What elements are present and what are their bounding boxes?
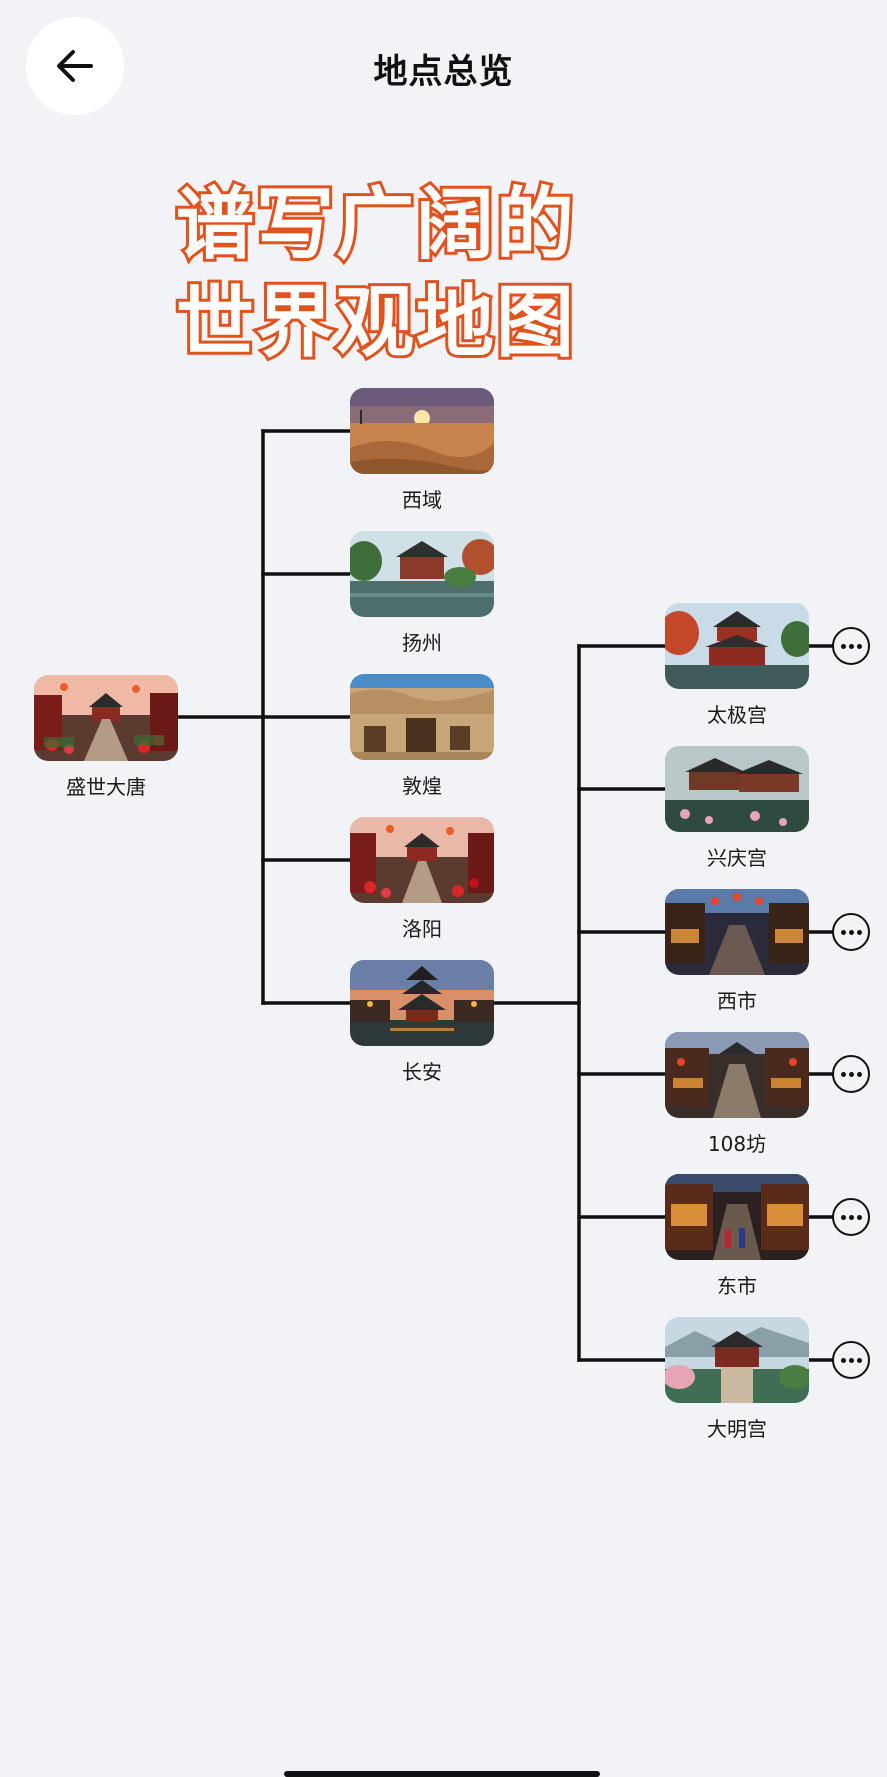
more-horizontal-icon [840,1071,846,1077]
more-options-button[interactable] [832,1055,870,1093]
tree-node-daming-palace[interactable]: 大明宫 [665,1317,809,1441]
home-indicator[interactable] [284,1771,600,1777]
more-dot [848,1071,854,1077]
location-thumbnail [350,674,494,760]
headline-line-1: 谱写广阔的 [173,180,577,270]
more-dot [848,1357,854,1363]
more-dot [856,1071,862,1077]
more-dot [848,643,854,649]
more-dot [856,1214,862,1220]
page-title: 地点总览 [373,52,514,92]
tree-node-east-market[interactable]: 东市 [665,1174,809,1298]
more-horizontal-icon [840,1357,846,1363]
tree-node-xiyu[interactable]: 西域 [350,388,494,512]
top-bar: 地点总览 [0,0,887,140]
more-horizontal-icon [840,643,846,649]
location-label: 敦煌 [402,774,442,798]
location-thumbnail [350,817,494,903]
location-thumbnail [350,388,494,474]
tree-node-dunhuang[interactable]: 敦煌 [350,674,494,798]
more-options-button[interactable] [832,1198,870,1236]
location-thumbnail [665,889,809,975]
location-thumbnail [350,960,494,1046]
tree-node-108-fang[interactable]: 108坊 [665,1032,809,1156]
location-label: 扬州 [402,631,442,655]
tree-node-changan[interactable]: 长安 [350,960,494,1084]
more-dot [856,929,862,935]
more-dot [848,1214,854,1220]
tree-node-luoyang[interactable]: 洛阳 [350,817,494,941]
location-thumbnail [350,531,494,617]
tree-node-xingqing-palace[interactable]: 兴庆宫 [665,746,809,870]
more-dot [856,1357,862,1363]
tree-node-yangzhou[interactable]: 扬州 [350,531,494,655]
back-button[interactable] [26,17,124,115]
tree-node-west-market[interactable]: 西市 [665,889,809,1013]
location-thumbnail [665,746,809,832]
location-thumbnail [665,1174,809,1260]
headline-line-2: 世界观地图 [173,278,577,368]
location-label: 108坊 [707,1132,767,1156]
location-label: 洛阳 [402,917,442,941]
more-options-button[interactable] [832,1341,870,1379]
location-thumbnail [665,603,809,689]
more-horizontal-icon [840,1214,846,1220]
location-label: 长安 [402,1060,442,1084]
location-thumbnail [34,675,178,761]
arrow-left-icon [57,50,93,82]
location-thumbnail [665,1317,809,1403]
location-label: 东市 [717,1274,757,1298]
location-label: 太极宫 [707,703,767,727]
location-thumbnail [665,1032,809,1118]
location-label: 大明宫 [707,1417,767,1441]
location-label: 盛世大唐 [66,775,146,799]
more-dot [856,643,862,649]
more-dot [848,929,854,935]
location-label: 西市 [717,989,757,1013]
more-options-button[interactable] [832,627,870,665]
tree-node-root[interactable]: 盛世大唐 [34,675,178,799]
location-label: 兴庆宫 [707,846,767,870]
location-label: 西域 [402,488,442,512]
more-options-button[interactable] [832,913,870,951]
more-horizontal-icon [840,929,846,935]
tree-node-taiji-palace[interactable]: 太极宫 [665,603,809,727]
